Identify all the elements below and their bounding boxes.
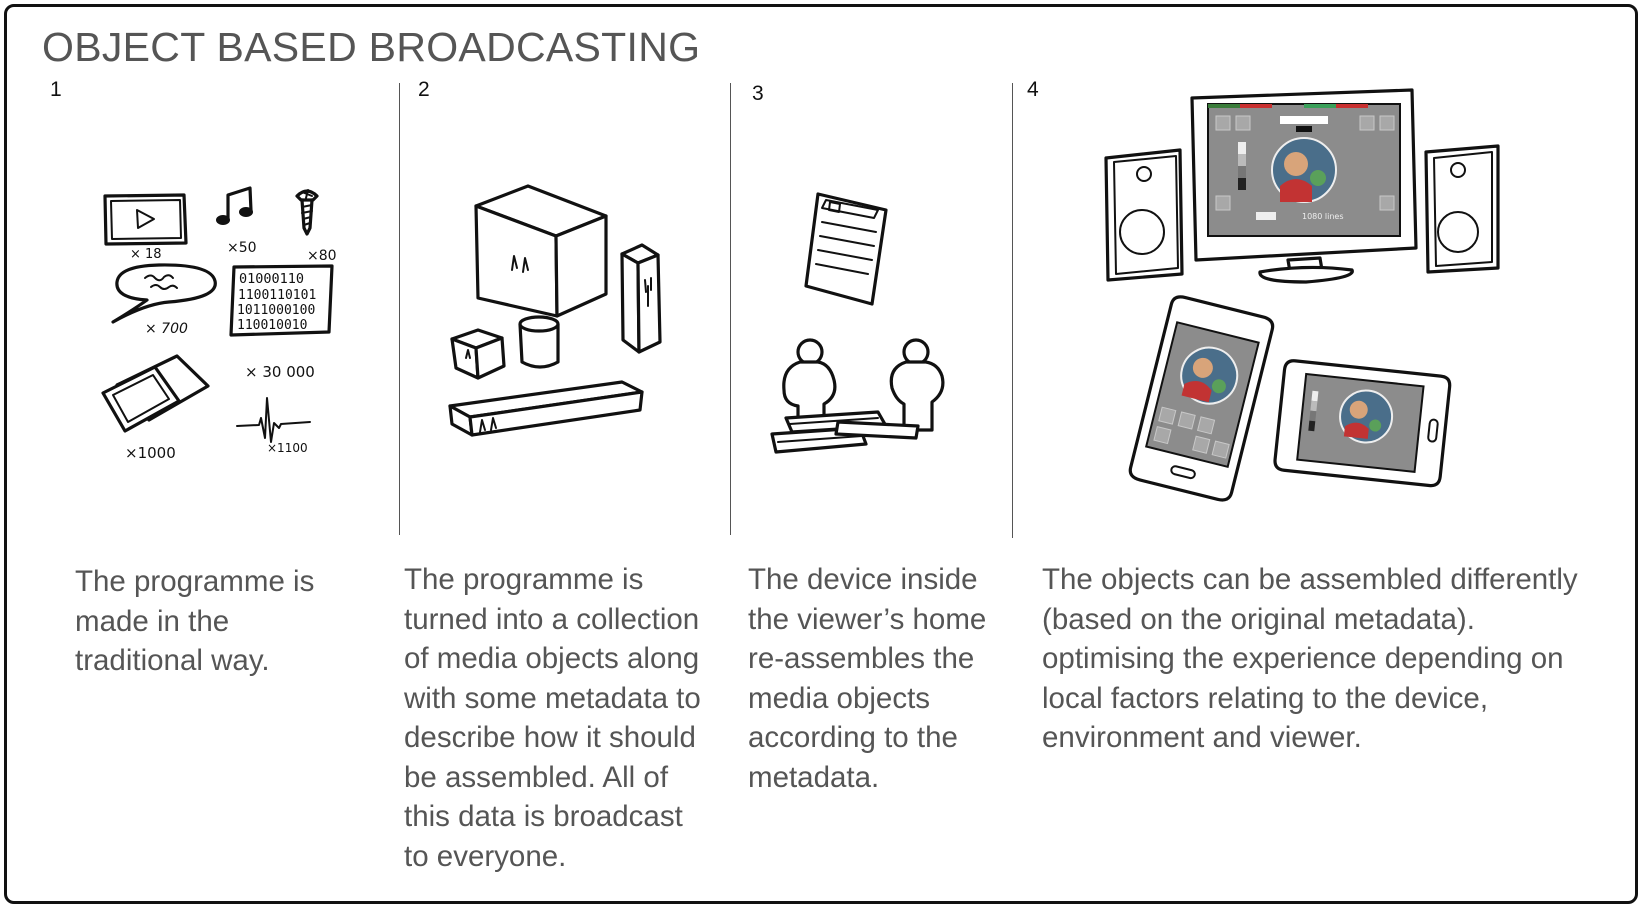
metadata-document-icon [806,194,886,304]
tall-box-icon [622,245,660,352]
television-icon: 1080 lines [1192,90,1416,282]
panel-divider [1012,83,1013,538]
smartphone-portrait-icon [1128,295,1274,503]
panel-divider [399,83,400,535]
person-figure-icon [784,340,835,422]
panel-1-illustration: × 18 ×50 ×80 × 700 01000110 1100110101 1… [95,180,337,462]
video-count: × 18 [130,247,162,262]
panel-3-caption: The device inside the viewer’s home re-a… [748,563,987,794]
tv-screen-text: 1080 lines [1302,212,1344,221]
cylinder-icon [520,317,558,367]
panel-divider [730,83,731,535]
waveform-icon [237,398,310,442]
music-note-icon [216,188,253,225]
diagram-title: OBJECT BASED BROADCASTING [42,24,701,70]
speech-count: × 700 [145,321,188,337]
speaker-right-icon [1426,146,1498,272]
photos-icon [103,356,208,431]
screw-icon [297,190,317,234]
large-box-icon [476,186,606,316]
person-figure-icon [891,340,943,430]
panel-3-illustration [768,190,968,460]
smartphone-landscape-icon [1274,360,1451,487]
panel-2-number: 2 [418,78,430,101]
panel-4-number: 4 [1027,78,1039,101]
svg-text:1011000100: 1011000100 [237,303,315,318]
video-icon [105,195,186,244]
speech-bubble-icon [113,265,215,322]
speaker-left-icon [1106,150,1182,280]
svg-text:1100110101: 1100110101 [238,288,316,303]
panel-4-illustration: 1080 lines [1100,86,1520,522]
svg-text:110010010: 110010010 [237,318,307,333]
music-count: ×50 [227,240,257,256]
media-pieces-icon [772,412,918,452]
panel-2-illustration [448,182,680,462]
panel-1-number: 1 [50,78,62,101]
small-box-icon [452,330,504,378]
photos-count: ×1000 [125,444,176,462]
long-box-icon [450,382,642,435]
svg-text:01000110: 01000110 [239,271,304,287]
waveform-count: ×1100 [267,441,308,455]
binary-count: × 30 000 [245,363,315,381]
panel-3-number: 3 [752,82,764,105]
binary-data-icon: 01000110 1100110101 1011000100 110010010 [231,266,332,335]
panel-1-caption: The programme is made in the traditional… [75,565,315,677]
panel-2-caption: The programme is turned into a collectio… [404,563,701,873]
panel-4-caption: The objects can be assembled differently… [1042,563,1578,754]
screw-count: ×80 [307,248,337,264]
